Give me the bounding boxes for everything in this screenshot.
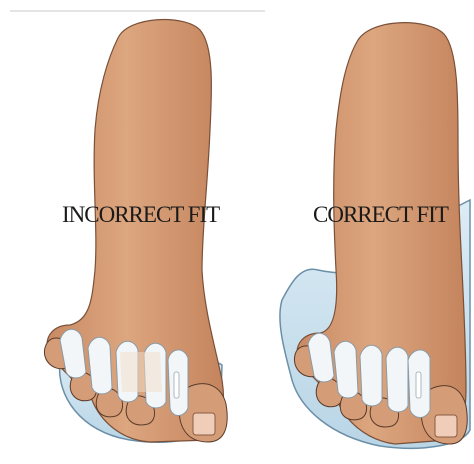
correct-fit-label: CORRECT FIT <box>313 203 448 226</box>
separator-shadow-left <box>120 352 162 392</box>
separator-highlight-right <box>416 372 421 398</box>
toenail-right <box>435 415 457 437</box>
foot-left <box>44 20 227 443</box>
incorrect-fit-label: INCORRECT FIT <box>62 203 219 226</box>
separator-highlight-left <box>174 372 179 398</box>
toenail-left <box>193 413 215 435</box>
